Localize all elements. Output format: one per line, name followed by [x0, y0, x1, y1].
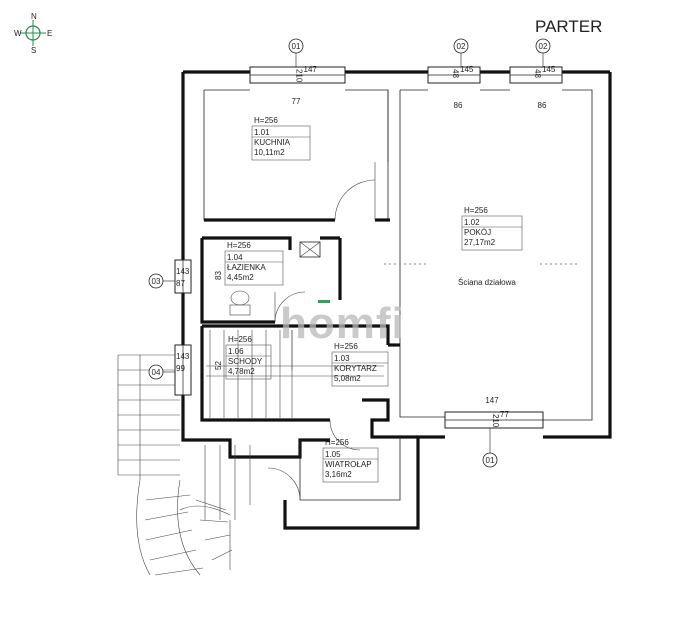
window-tag: 02 [457, 42, 466, 51]
room-name: SCHODY [228, 357, 263, 366]
window-dim-c: 86 [538, 101, 547, 110]
window-dim-c: 147 [485, 396, 499, 405]
room-area: 5,08m2 [334, 374, 361, 383]
window-dim-c: 77 [292, 97, 301, 106]
windows-layer: 0114721077021454886021454886031438783041… [148, 38, 563, 468]
window-dim-b: 99 [176, 364, 185, 373]
room-height: H=256 [254, 116, 278, 125]
room-area: 4,78m2 [228, 367, 255, 376]
window-dim-a: 77 [500, 410, 509, 419]
room-label-box [224, 250, 284, 286]
compass-e: E [47, 29, 52, 38]
room-height: H=256 [325, 438, 349, 447]
window-dim-b: 210 [491, 414, 500, 428]
rooms-layer: H=2561.01KUCHNIA10,11m2H=2561.02POKÓJ27,… [224, 116, 523, 483]
room-label-box [322, 447, 379, 483]
window-symbol: 04 143 99 52 [148, 344, 223, 396]
room-number: 1.06 [228, 347, 244, 356]
partition-label: Ściana działowa [458, 278, 516, 287]
window-dim-b: 48 [451, 69, 460, 78]
exterior-stairs [117, 354, 233, 576]
window-tag: 01 [486, 456, 495, 465]
room-height: H=256 [228, 335, 252, 344]
room-number: 1.02 [464, 218, 480, 227]
floor-title: PARTER [535, 17, 602, 36]
room-area: 10,11m2 [254, 148, 285, 157]
walls [181, 70, 612, 530]
room-label-box [461, 215, 523, 251]
room-area: 4,45m2 [227, 273, 254, 282]
room-name: KORYTARZ [334, 364, 377, 373]
window-dim-a: 145 [542, 65, 556, 74]
room-number: 1.01 [254, 128, 270, 137]
compass-icon: N S E W [14, 12, 52, 55]
room-area: 27,17m2 [464, 238, 496, 247]
window-tag: 02 [539, 42, 548, 51]
window-dim-b: 48 [533, 69, 542, 78]
room-name: POKÓJ [464, 228, 491, 237]
toilet-icon [229, 290, 251, 316]
stairs-lines [204, 330, 384, 520]
room-name: WIATROŁAP [325, 460, 372, 469]
room-name: ŁAZIENKA [227, 263, 266, 272]
compass-n: N [31, 12, 37, 21]
window-dim-c: 86 [454, 101, 463, 110]
window-tag: 03 [152, 277, 161, 286]
room-number: 1.05 [325, 450, 341, 459]
room-height: H=256 [227, 241, 251, 250]
room-label-box [225, 344, 272, 380]
room-height: H=256 [334, 342, 358, 351]
compass-s: S [31, 46, 36, 55]
door-marker [318, 300, 330, 303]
window-dim-a: 143 [176, 267, 190, 276]
room-name: KUCHNIA [254, 138, 291, 147]
watermark-logo: homfi [280, 299, 405, 348]
window-dim-a: 147 [304, 65, 318, 74]
window-tag: 04 [152, 368, 161, 377]
window-dim-a: 145 [460, 65, 474, 74]
room-number: 1.03 [334, 354, 350, 363]
room-height: H=256 [464, 206, 488, 215]
window-tag: 01 [292, 42, 301, 51]
window-dim-a: 143 [176, 352, 190, 361]
room-area: 3,16m2 [325, 470, 352, 479]
room-label-box [331, 351, 389, 387]
window-dim-c: 52 [214, 361, 223, 370]
door-swings [267, 162, 376, 501]
vent-box [299, 241, 321, 258]
window-symbol: 03 143 87 83 [148, 259, 223, 294]
room-label-box [251, 125, 311, 161]
window-dim-b: 87 [176, 279, 185, 288]
window-dim-b: 210 [295, 69, 304, 83]
room-number: 1.04 [227, 253, 243, 262]
window-dim-c: 83 [214, 271, 223, 280]
compass-w: W [14, 29, 22, 38]
